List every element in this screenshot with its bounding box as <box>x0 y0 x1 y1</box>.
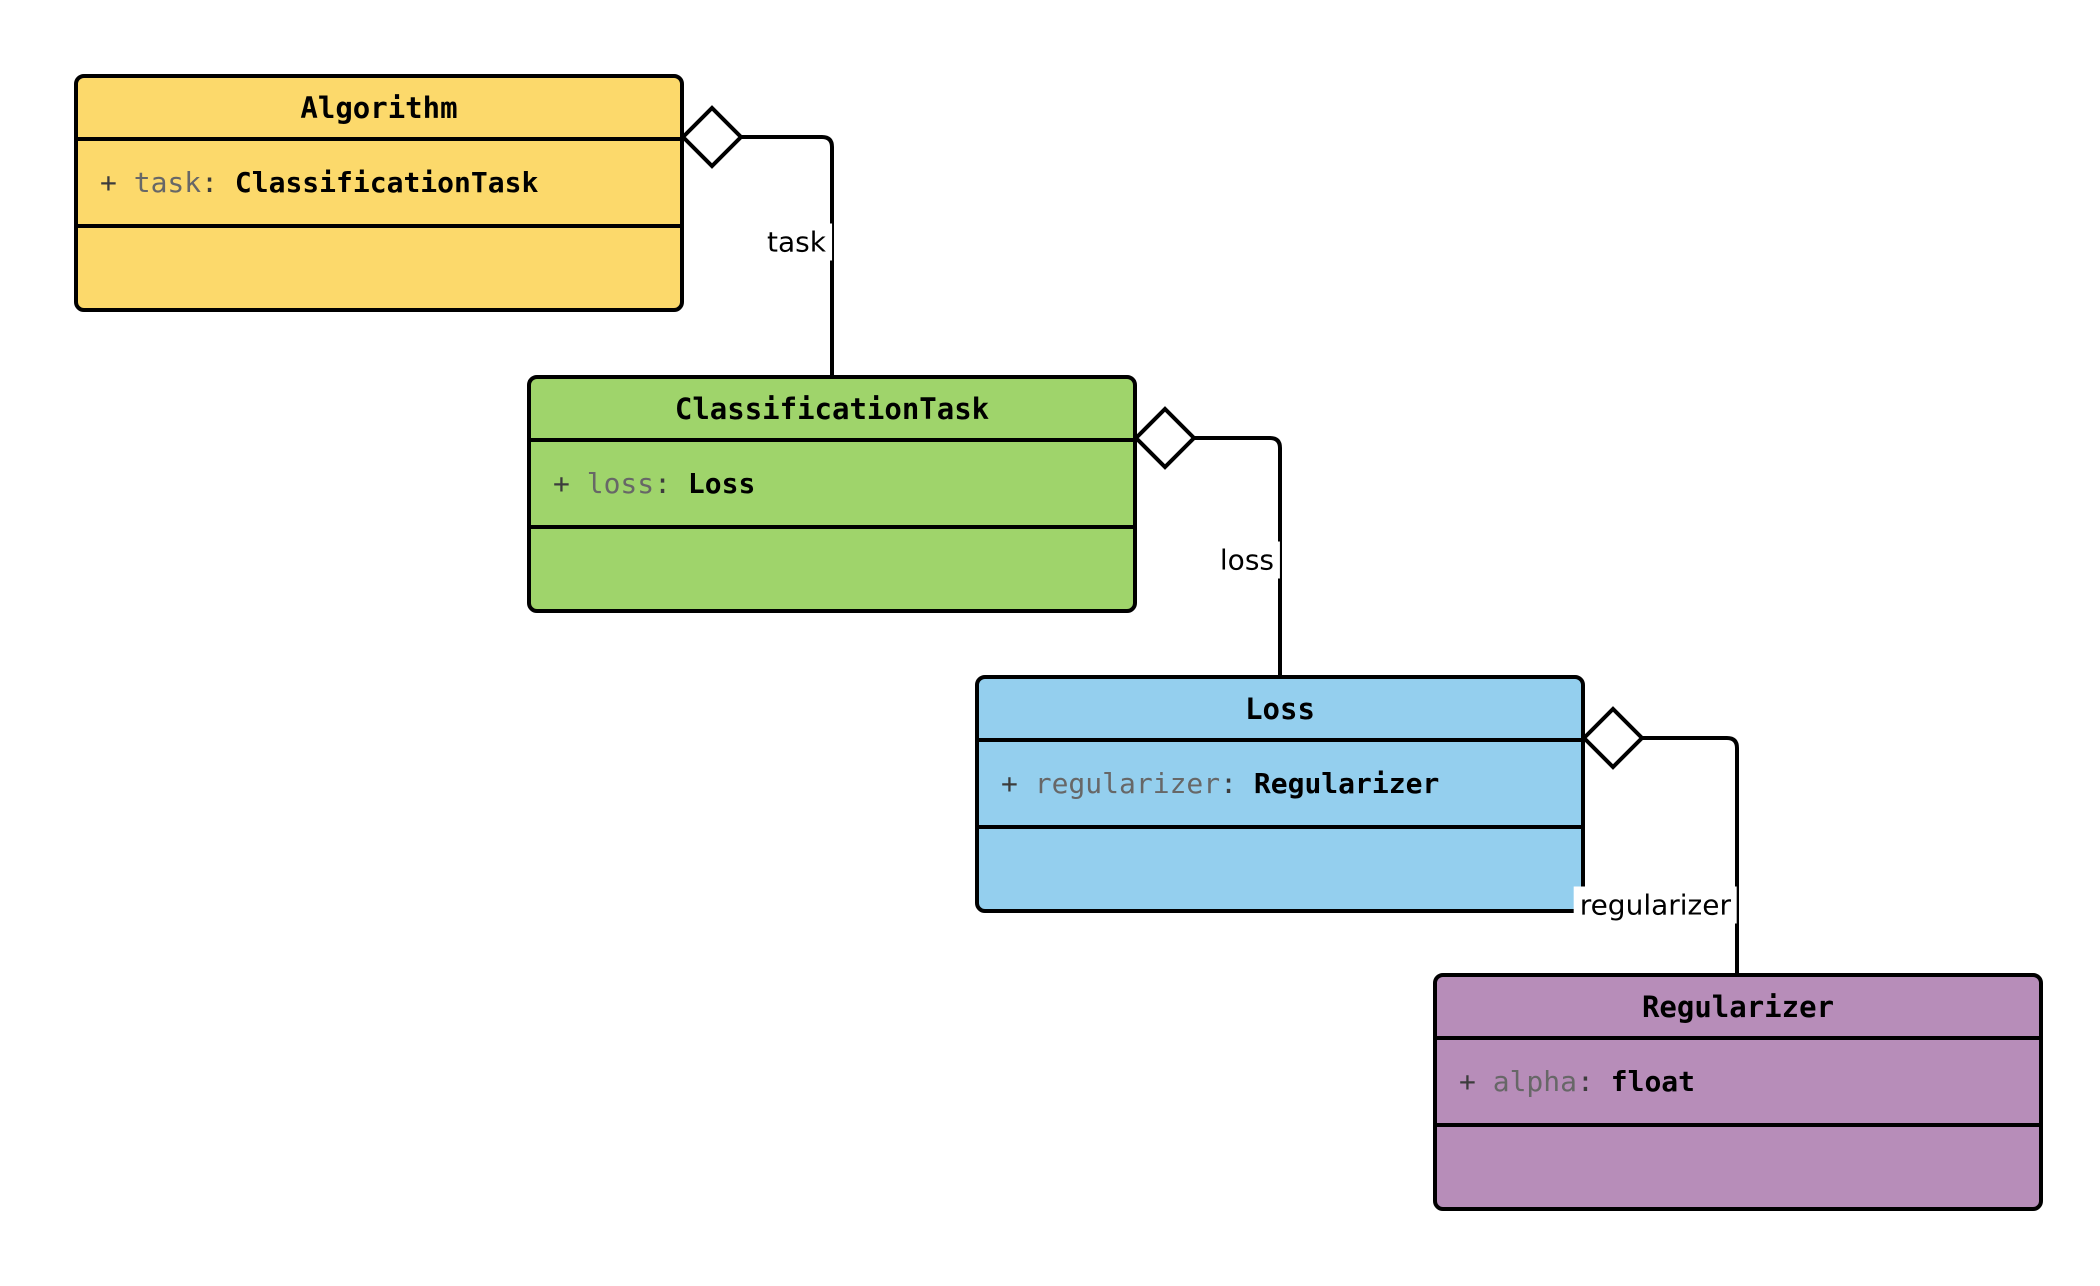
attribute-row: + alpha: float <box>1459 1065 1695 1098</box>
attributes-compartment-classification-task: + loss: Loss <box>531 442 1133 529</box>
attribute-type: float <box>1610 1065 1696 1098</box>
class-name-algorithm: Algorithm <box>78 78 680 141</box>
class-name-regularizer: Regularizer <box>1437 977 2039 1040</box>
attribute-type: Loss <box>687 467 756 500</box>
space <box>117 166 134 199</box>
attribute-row: + regularizer: Regularizer <box>1001 767 1439 800</box>
class-name-classification-task: ClassificationTask <box>531 379 1133 442</box>
methods-compartment-classification-task <box>531 529 1133 609</box>
methods-compartment-algorithm <box>78 228 680 308</box>
relationship-label-loss-regularizer: regularizer <box>1573 886 1737 924</box>
attribute-type: ClassificationTask <box>234 166 539 199</box>
space <box>1018 767 1035 800</box>
attribute-name: loss <box>586 467 655 500</box>
aggregation-diamond-icon-loss-regularizer <box>1581 706 1645 770</box>
attribute-row: + task: ClassificationTask <box>100 166 538 199</box>
uml-class-algorithm[interactable]: Algorithm + task: ClassificationTask <box>74 74 684 312</box>
aggregation-diamond-icon-classification-task-loss <box>1133 406 1197 470</box>
space <box>218 166 235 199</box>
relationship-label-classification-task-loss: loss <box>1213 541 1280 579</box>
uml-class-classification-task[interactable]: ClassificationTask + loss: Loss <box>527 375 1137 613</box>
attribute-visibility: + <box>553 467 570 500</box>
space <box>1237 767 1254 800</box>
attribute-type: Regularizer <box>1253 767 1440 800</box>
attribute-name: regularizer <box>1034 767 1221 800</box>
attribute-separator: : <box>654 467 672 500</box>
space <box>570 467 587 500</box>
attributes-compartment-regularizer: + alpha: float <box>1437 1040 2039 1127</box>
uml-class-regularizer[interactable]: Regularizer + alpha: float <box>1433 973 2043 1211</box>
methods-compartment-regularizer <box>1437 1127 2039 1207</box>
space <box>671 467 688 500</box>
relationship-label-algorithm-task: task <box>761 223 832 261</box>
attributes-compartment-loss: + regularizer: Regularizer <box>979 742 1581 829</box>
attribute-separator: : <box>1577 1065 1594 1098</box>
attribute-name: task <box>133 166 202 199</box>
attribute-visibility: + <box>1001 767 1018 800</box>
attribute-name: alpha <box>1492 1065 1578 1098</box>
space <box>1594 1065 1611 1098</box>
space <box>1476 1065 1493 1098</box>
relationship-line-loss-regularizer <box>1642 736 1739 973</box>
aggregation-diamond-icon-algorithm-task <box>680 105 744 169</box>
attribute-visibility: + <box>100 166 117 199</box>
attribute-separator: : <box>1220 767 1238 800</box>
class-name-loss: Loss <box>979 679 1581 742</box>
attribute-separator: : <box>201 166 219 199</box>
attribute-row: + loss: Loss <box>553 467 755 500</box>
methods-compartment-loss <box>979 829 1581 909</box>
attributes-compartment-algorithm: + task: ClassificationTask <box>78 141 680 228</box>
attribute-visibility: + <box>1459 1065 1476 1098</box>
uml-class-loss[interactable]: Loss + regularizer: Regularizer <box>975 675 1585 913</box>
